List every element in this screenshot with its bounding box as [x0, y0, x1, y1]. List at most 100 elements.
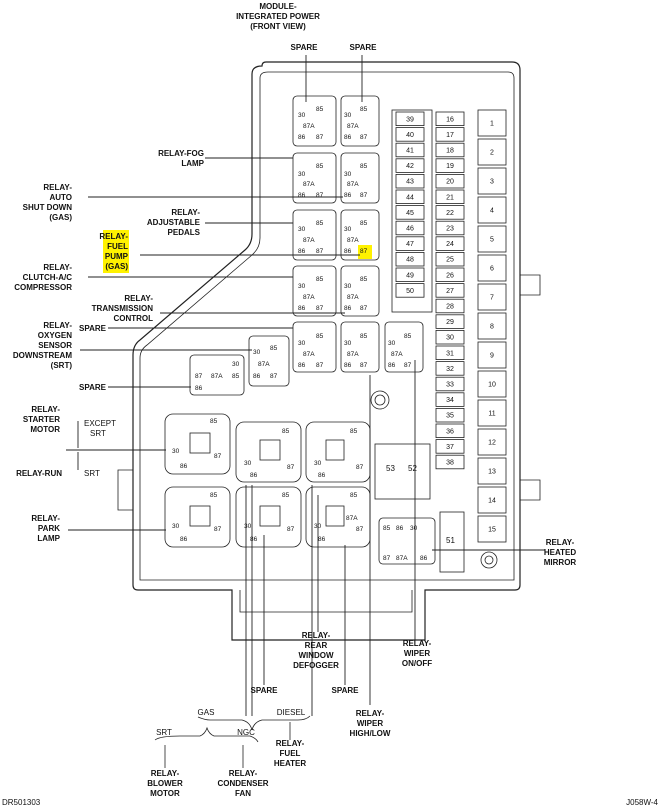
fuse-3-label: 3 — [490, 179, 494, 186]
fuse-41[interactable]: 41 — [395, 142, 425, 158]
relay-socket-spare-right[interactable]: 30 85 87A 86 87 — [340, 95, 380, 147]
svg-text:FAN: FAN — [235, 789, 251, 798]
fuse-22[interactable]: 22 — [435, 205, 465, 220]
heated-mirror-label: RELAY- HEATED MIRROR — [544, 538, 577, 567]
fuse-7[interactable]: 7 — [477, 283, 507, 311]
fuse-53[interactable]: 53 52 — [374, 443, 431, 500]
relay-socket-rear-window-defogger[interactable]: 30 85 86 87 — [305, 421, 371, 483]
pin-85: 85 — [316, 106, 324, 113]
relay-socket-starter-motor[interactable]: 30 85 86 87 — [164, 413, 231, 475]
relay-socket-heated-mirror[interactable]: 85 86 30 87 87A 86 — [378, 517, 436, 565]
fuse-14-label: 14 — [488, 498, 496, 505]
fuse-9[interactable]: 9 — [477, 341, 507, 369]
relay-socket-adjustable-pedals[interactable]: 30 85 87A 86 87 — [292, 209, 337, 261]
fuse-3[interactable]: 3 — [477, 167, 507, 195]
relay-socket-condenser-fan[interactable]: 30 85 86 87 — [235, 486, 302, 548]
svg-text:RELAY-: RELAY- — [276, 739, 305, 748]
fuse-13[interactable]: 13 — [477, 457, 507, 485]
fuse-47[interactable]: 47 — [395, 236, 425, 251]
svg-text:EXCEPT: EXCEPT — [84, 419, 116, 428]
pin-30: 30 — [244, 523, 252, 530]
fuse-26[interactable]: 26 — [435, 267, 465, 283]
svg-text:(GAS): (GAS) — [105, 262, 128, 271]
relay-socket-fuel-pump[interactable]: 30 85 87A 86 87 — [340, 209, 380, 261]
pin-86: 86 — [253, 373, 261, 380]
svg-text:WINDOW: WINDOW — [298, 651, 334, 660]
fuse-25[interactable]: 25 — [435, 251, 465, 267]
pin-30: 30 — [344, 112, 352, 119]
relay-socket-fog-lamp[interactable]: 30 85 87A 86 87 — [292, 152, 337, 204]
relay-socket-clutch-ac[interactable]: 30 85 87A 86 87 — [292, 265, 337, 317]
fuse-21[interactable]: 21 — [435, 189, 465, 205]
fuse-42[interactable]: 42 — [395, 158, 425, 173]
fuse-51[interactable]: 51 — [439, 511, 465, 573]
fuse-6[interactable]: 6 — [477, 254, 507, 282]
fuse-10[interactable]: 10 — [477, 370, 507, 398]
fuse-14[interactable]: 14 — [477, 486, 507, 514]
relay-socket-spare-small[interactable]: 30 87 87A 85 86 — [189, 354, 245, 396]
fuse-37[interactable]: 37 — [435, 439, 465, 454]
title-line-2: INTEGRATED POWER — [236, 12, 320, 21]
fuse-15[interactable]: 15 — [477, 515, 507, 543]
fuse-39[interactable]: 39 — [395, 111, 425, 127]
pin-87a: 87A — [347, 294, 359, 301]
relay-socket-wiper-highlow[interactable]: 30 85 87A 86 87 — [340, 321, 380, 373]
fuse-2[interactable]: 2 — [477, 138, 507, 166]
fuse-13-label: 13 — [488, 469, 496, 476]
fuse-43[interactable]: 43 — [395, 173, 425, 189]
relay-socket-oxygen-sensor[interactable]: 30 85 87A 86 87 — [248, 335, 290, 387]
relay-socket-transmission-control[interactable]: 30 85 87A 86 87 — [340, 265, 380, 317]
fuse-16[interactable]: 16 — [435, 111, 465, 127]
pin-87a: 87A — [391, 351, 403, 358]
fuse-19[interactable]: 19 — [435, 158, 465, 173]
fuse-23[interactable]: 23 — [435, 220, 465, 236]
fuse-8[interactable]: 8 — [477, 312, 507, 340]
fuse-30[interactable]: 30 — [435, 329, 465, 345]
fuse-4[interactable]: 4 — [477, 196, 507, 224]
fuse-1[interactable]: 1 — [477, 109, 507, 137]
fuse-34[interactable]: 34 — [435, 392, 465, 407]
fuse-38-label: 38 — [446, 460, 454, 467]
fuse-48[interactable]: 48 — [395, 251, 425, 267]
fuse-32[interactable]: 32 — [435, 361, 465, 376]
pin-86: 86 — [298, 248, 306, 255]
fuse-12[interactable]: 12 — [477, 428, 507, 456]
relay-socket-blower-motor[interactable]: 30 85 86 87 — [235, 421, 302, 483]
fuse-17-label: 17 — [446, 132, 454, 139]
fuse-28[interactable]: 28 — [435, 298, 465, 314]
relay-socket-spare-mid[interactable]: 30 85 87A 86 87 — [292, 321, 337, 373]
fuse-27[interactable]: 27 — [435, 283, 465, 298]
fuse-29[interactable]: 29 — [435, 314, 465, 329]
fuse-40[interactable]: 40 — [395, 127, 425, 142]
diagram-title: MODULE- INTEGRATED POWER (FRONT VIEW) — [236, 2, 320, 31]
fuse-25-label: 25 — [446, 257, 454, 264]
fuse-29-label: 29 — [446, 319, 454, 326]
relay-socket-park-lamp[interactable]: 30 85 86 87 — [164, 486, 231, 548]
relay-socket-fuel-heater[interactable]: 30 85 87A 86 87 — [305, 486, 371, 548]
fuse-31[interactable]: 31 — [435, 345, 465, 361]
fuse-46[interactable]: 46 — [395, 220, 425, 236]
svg-text:COMPRESSOR: COMPRESSOR — [14, 283, 72, 292]
fuse-24[interactable]: 24 — [435, 236, 465, 251]
fuse-38[interactable]: 38 — [435, 454, 465, 470]
fuse-11[interactable]: 11 — [477, 399, 507, 427]
fuse-50[interactable]: 50 — [395, 283, 425, 298]
relay-socket-auto-shutdown[interactable]: 30 85 87A 86 87 — [340, 152, 380, 204]
fuse-5[interactable]: 5 — [477, 225, 507, 253]
fuse-35[interactable]: 35 — [435, 407, 465, 423]
fuse-44[interactable]: 44 — [395, 189, 425, 205]
fuse-36[interactable]: 36 — [435, 423, 465, 439]
title-line-1: MODULE- — [259, 2, 297, 11]
fuse-20[interactable]: 20 — [435, 173, 465, 189]
fuse-17[interactable]: 17 — [435, 127, 465, 142]
svg-text:RELAY-: RELAY- — [43, 263, 72, 272]
relay-socket-spare-left[interactable]: 30 85 87A 86 87 — [292, 95, 337, 147]
relay-socket-wiper-onoff[interactable]: 30 85 87A 86 87 — [384, 321, 424, 373]
fuse-36-label: 36 — [446, 428, 454, 435]
svg-text:RELAY-: RELAY- — [124, 294, 153, 303]
fuse-33[interactable]: 33 — [435, 376, 465, 392]
fuse-45[interactable]: 45 — [395, 205, 425, 220]
fuse-49[interactable]: 49 — [395, 267, 425, 283]
pin-86: 86 — [344, 248, 352, 255]
fuse-18[interactable]: 18 — [435, 142, 465, 158]
